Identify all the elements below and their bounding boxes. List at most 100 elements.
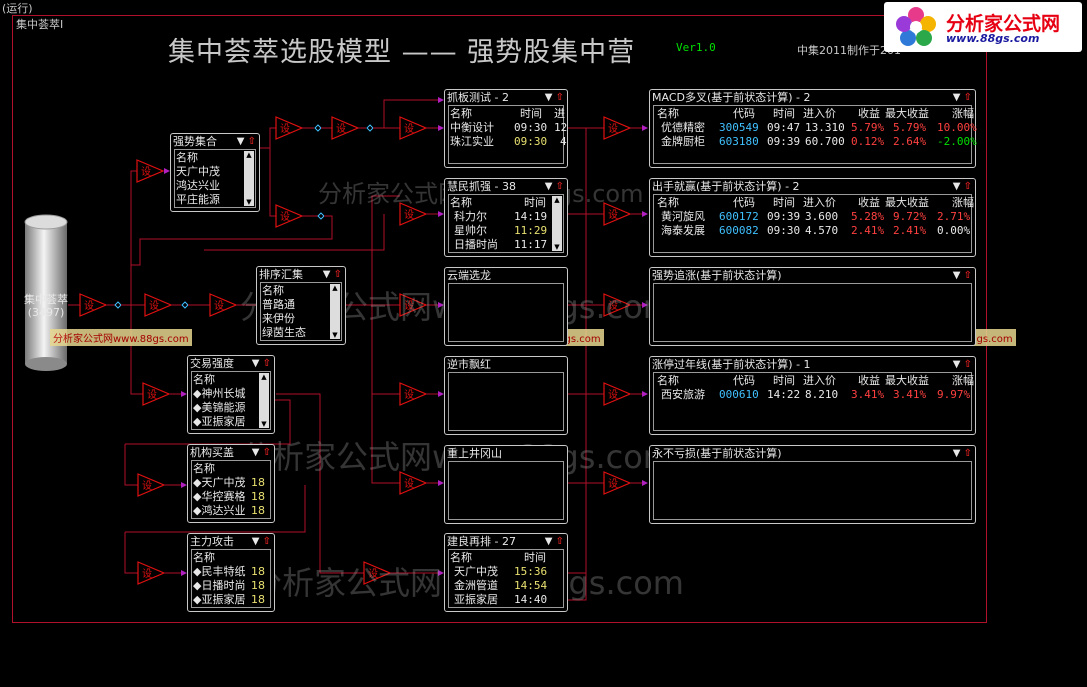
window-jinggangshan[interactable]: 重上井冈山	[444, 445, 568, 524]
dropdown-icon[interactable]: ▼	[251, 536, 260, 547]
scroll-down-icon[interactable]: ▼	[246, 198, 252, 206]
dropdown-icon[interactable]: ▼	[952, 270, 961, 281]
window-controls[interactable]: ▼ ⇧	[252, 535, 271, 549]
window-controls[interactable]: ▼ ⇧	[953, 180, 972, 194]
window-counter-red[interactable]: 逆市飘红	[444, 356, 568, 435]
dropdown-icon[interactable]: ▼	[251, 358, 260, 369]
window-sort-collect[interactable]: 排序汇集 ▼ ⇧ 名称 普路通 来伊份 绿茵生态 ▲▼	[256, 266, 346, 345]
close-icon[interactable]: ⇧	[963, 181, 972, 192]
scroll-down-icon[interactable]: ▼	[332, 331, 338, 339]
list-item[interactable]: 天广中茂	[176, 165, 220, 178]
window-controls[interactable]: ▼ ⇧	[545, 535, 564, 549]
window-limit-up-yearline[interactable]: 涨停过年线(基于前状态计算) - 1▼ ⇧名称代码时间进入价收益最大收益涨幅西安…	[649, 356, 976, 435]
close-icon[interactable]: ⇧	[262, 536, 271, 547]
dropdown-icon[interactable]: ▼	[952, 448, 961, 459]
list-item[interactable]: ◆亚振家居	[193, 415, 246, 428]
dropdown-icon[interactable]: ▼	[544, 181, 553, 192]
close-icon[interactable]: ⇧	[963, 448, 972, 459]
window-controls[interactable]: ▼ ⇧	[953, 269, 972, 283]
dropdown-icon[interactable]: ▼	[236, 136, 245, 147]
close-icon[interactable]: ⇧	[262, 358, 271, 369]
close-icon[interactable]: ⇧	[963, 359, 972, 370]
arrow-icon	[642, 480, 648, 486]
scrollbar[interactable]: ▲▼	[552, 196, 562, 251]
scroll-up-icon[interactable]: ▲	[246, 151, 252, 159]
column-header: 名称	[262, 284, 284, 297]
window-controls[interactable]: ▼ ⇧	[953, 91, 972, 105]
dropdown-icon[interactable]: ▼	[952, 181, 961, 192]
close-icon[interactable]: ⇧	[333, 269, 342, 280]
window-macd-cross[interactable]: MACD多叉(基于前状态计算) - 2▼ ⇧名称代码时间进入价收益最大收益涨幅优…	[649, 89, 977, 168]
window-controls[interactable]: ▼ ⇧	[953, 447, 972, 461]
list-item[interactable]: ◆神州长城	[193, 387, 246, 400]
window-title: 机构买盖	[190, 446, 234, 459]
close-icon[interactable]: ⇧	[555, 92, 564, 103]
dropdown-icon[interactable]: ▼	[322, 269, 331, 280]
scrollbar[interactable]: ▲▼	[330, 284, 340, 339]
dropdown-icon[interactable]: ▼	[952, 92, 961, 103]
window-strong-chase[interactable]: 强势追涨(基于前状态计算)▼ ⇧	[649, 267, 976, 346]
window-controls[interactable]: ▼ ⇧	[252, 446, 271, 460]
window-controls[interactable]: ▼ ⇧	[252, 357, 271, 371]
list-item[interactable]: 平庄能源	[176, 193, 220, 206]
window-strong-set[interactable]: 强势集合 ▼ ⇧ 名称 天广中茂 鸿达兴业 平庄能源 ▲▼	[170, 133, 260, 212]
window-controls[interactable]: ▼ ⇧	[545, 180, 564, 194]
scrollbar[interactable]: ▲▼	[244, 151, 254, 206]
window-win-on-entry[interactable]: 出手就赢(基于前状态计算) - 2▼ ⇧名称代码时间进入价收益最大收益涨幅黄河旋…	[649, 178, 976, 257]
dropdown-icon[interactable]: ▼	[251, 447, 260, 458]
list-item[interactable]: 普路通	[262, 298, 295, 311]
scroll-up-icon[interactable]: ▲	[261, 373, 267, 381]
list-item[interactable]: 鸿达兴业	[176, 179, 220, 192]
close-icon[interactable]: ⇧	[963, 92, 972, 103]
dropdown-icon[interactable]: ▼	[544, 92, 553, 103]
window-controls[interactable]: ▼ ⇧	[953, 358, 972, 372]
window-controls[interactable]: ▼ ⇧	[323, 268, 342, 282]
window-never-lose[interactable]: 永不亏损(基于前状态计算)▼ ⇧	[649, 445, 976, 524]
scroll-down-icon[interactable]: ▼	[261, 420, 267, 428]
window-trade-strength[interactable]: 交易强度 ▼ ⇧ 名称 ◆神州长城 ◆美锦能源 ◆亚振家居 ▲▼	[187, 355, 275, 434]
window-controls[interactable]: ▼ ⇧	[237, 135, 256, 149]
close-icon[interactable]: ⇧	[247, 136, 256, 147]
scroll-up-icon[interactable]: ▲	[332, 284, 338, 292]
dropdown-icon[interactable]: ▼	[544, 536, 553, 547]
window-cloud-dragon[interactable]: 云端选龙	[444, 267, 568, 346]
close-icon[interactable]: ⇧	[555, 181, 564, 192]
scroll-down-icon[interactable]: ▼	[554, 243, 560, 251]
window-controls[interactable]: ▼ ⇧	[545, 91, 564, 105]
close-icon[interactable]: ⇧	[963, 270, 972, 281]
close-icon[interactable]: ⇧	[555, 536, 564, 547]
connector-line	[383, 99, 438, 128]
list-item[interactable]: 来伊份	[262, 312, 295, 325]
scrollbar[interactable]: ▲▼	[259, 373, 269, 428]
cell-max: 2.41%	[893, 224, 927, 237]
close-icon[interactable]: ⇧	[262, 447, 271, 458]
list-item[interactable]: ◆美锦能源	[193, 401, 246, 414]
list-item[interactable]: 绿茵生态	[262, 326, 306, 339]
dropdown-icon[interactable]: ▼	[952, 359, 961, 370]
scroll-up-icon[interactable]: ▲	[554, 196, 560, 204]
